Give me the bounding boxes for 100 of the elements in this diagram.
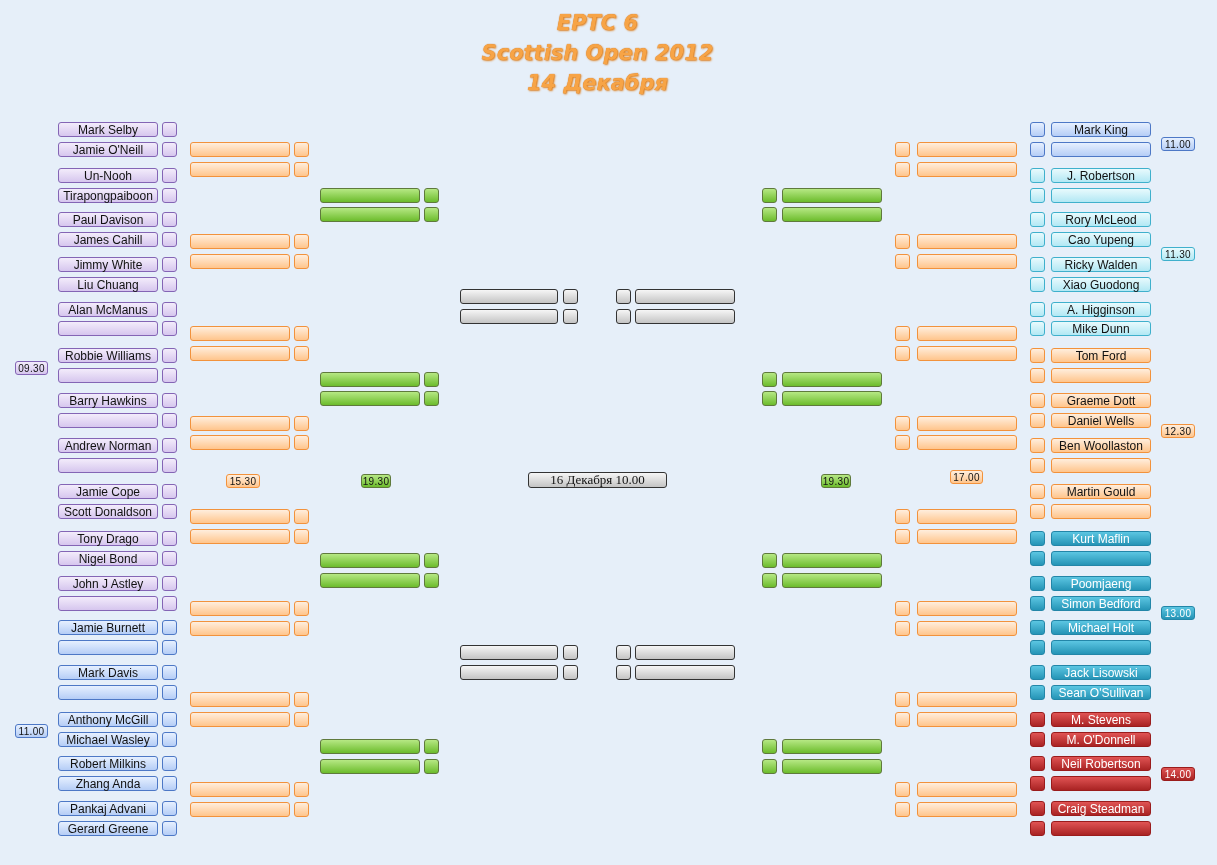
player-name-slot: Jamie Burnett	[58, 620, 158, 635]
empty-player-slot	[917, 162, 1017, 177]
empty-player-slot	[917, 802, 1017, 817]
player-name-slot: A. Higginson	[1051, 302, 1151, 317]
player-name-slot: Daniel Wells	[1051, 413, 1151, 428]
empty-player-slot	[1051, 458, 1151, 473]
player-name-slot: Xiao Guodong	[1051, 277, 1151, 292]
empty-player-slot	[58, 321, 158, 336]
time-label: 19.30	[821, 474, 851, 488]
player-name-slot: Rory McLeod	[1051, 212, 1151, 227]
empty-player-slot	[190, 601, 290, 616]
time-label: 12.30	[1161, 424, 1195, 438]
time-label: 11.00	[1161, 137, 1195, 151]
empty-player-slot	[190, 621, 290, 636]
empty-player-slot	[190, 782, 290, 797]
empty-player-slot	[1051, 776, 1151, 791]
empty-player-slot	[190, 162, 290, 177]
player-name-slot: Pankaj Advani	[58, 801, 158, 816]
player-name-slot: Tirapongpaiboon	[58, 188, 158, 203]
empty-player-slot	[58, 596, 158, 611]
player-name-slot: Cao Yupeng	[1051, 232, 1151, 247]
empty-player-slot	[782, 391, 882, 406]
player-name-slot: J. Robertson	[1051, 168, 1151, 183]
empty-player-slot	[917, 435, 1017, 450]
player-name-slot: Scott Donaldson	[58, 504, 158, 519]
empty-player-slot	[635, 309, 735, 324]
player-name-slot: Sean O'Sullivan	[1051, 685, 1151, 700]
player-name-slot: Nigel Bond	[58, 551, 158, 566]
empty-player-slot	[1051, 504, 1151, 519]
empty-player-slot	[190, 712, 290, 727]
empty-player-slot	[917, 142, 1017, 157]
time-label: 09.30	[15, 361, 48, 375]
time-label: 19.30	[361, 474, 391, 488]
empty-player-slot	[917, 416, 1017, 431]
empty-player-slot	[320, 553, 420, 568]
empty-player-slot	[782, 573, 882, 588]
player-name-slot: Robbie Williams	[58, 348, 158, 363]
player-name-slot: Poomjaeng	[1051, 576, 1151, 591]
empty-player-slot	[190, 509, 290, 524]
player-name-slot: Tony Drago	[58, 531, 158, 546]
player-name-slot: Mark King	[1051, 122, 1151, 137]
empty-player-slot	[917, 601, 1017, 616]
empty-player-slot	[782, 372, 882, 387]
empty-player-slot	[1051, 368, 1151, 383]
player-name-slot: Barry Hawkins	[58, 393, 158, 408]
player-name-slot: Liu Chuang	[58, 277, 158, 292]
empty-player-slot	[635, 645, 735, 660]
empty-player-slot	[635, 289, 735, 304]
empty-player-slot	[460, 645, 558, 660]
player-name-slot: Tom Ford	[1051, 348, 1151, 363]
player-name-slot: Neil Robertson	[1051, 756, 1151, 771]
empty-player-slot	[1051, 551, 1151, 566]
player-name-slot: Jimmy White	[58, 257, 158, 272]
empty-player-slot	[917, 509, 1017, 524]
empty-player-slot	[320, 759, 420, 774]
time-label: 14.00	[1161, 767, 1195, 781]
subtitle: Scottish Open 2012	[480, 41, 715, 65]
empty-player-slot	[782, 759, 882, 774]
player-name-slot: John J Astley	[58, 576, 158, 591]
empty-player-slot	[320, 188, 420, 203]
player-name-slot: Paul Davison	[58, 212, 158, 227]
empty-player-slot	[190, 346, 290, 361]
player-name-slot: Martin Gould	[1051, 484, 1151, 499]
player-name-slot: Mark Davis	[58, 665, 158, 680]
time-label: 11.00	[15, 724, 48, 738]
empty-player-slot	[460, 309, 558, 324]
time-label: 15.30	[226, 474, 260, 488]
empty-player-slot	[1051, 640, 1151, 655]
empty-player-slot	[190, 529, 290, 544]
empty-player-slot	[58, 368, 158, 383]
player-name-slot: Ricky Walden	[1051, 257, 1151, 272]
empty-player-slot	[320, 372, 420, 387]
player-name-slot: James Cahill	[58, 232, 158, 247]
empty-player-slot	[1051, 142, 1151, 157]
empty-player-slot	[917, 346, 1017, 361]
final-date-label: 16 Декабря 10.00	[528, 472, 667, 488]
player-name-slot: Michael Wasley	[58, 732, 158, 747]
empty-player-slot	[917, 621, 1017, 636]
empty-player-slot	[917, 782, 1017, 797]
empty-player-slot	[782, 188, 882, 203]
empty-player-slot	[190, 692, 290, 707]
empty-player-slot	[190, 234, 290, 249]
player-name-slot: Un-Nooh	[58, 168, 158, 183]
player-name-slot: Mark Selby	[58, 122, 158, 137]
player-name-slot: Mike Dunn	[1051, 321, 1151, 336]
player-name-slot: Andrew Norman	[58, 438, 158, 453]
title: EPTC 6	[555, 11, 640, 35]
empty-player-slot	[917, 326, 1017, 341]
empty-player-slot	[782, 207, 882, 222]
player-name-slot: Zhang Anda	[58, 776, 158, 791]
empty-player-slot	[917, 529, 1017, 544]
empty-player-slot	[917, 254, 1017, 269]
player-name-slot: Robert Milkins	[58, 756, 158, 771]
player-name-slot: Ben Woollaston	[1051, 438, 1151, 453]
empty-player-slot	[320, 207, 420, 222]
empty-player-slot	[320, 573, 420, 588]
player-name-slot: Jamie O'Neill	[58, 142, 158, 157]
time-label: 13.00	[1161, 606, 1195, 620]
empty-player-slot	[917, 712, 1017, 727]
empty-player-slot	[635, 665, 735, 680]
